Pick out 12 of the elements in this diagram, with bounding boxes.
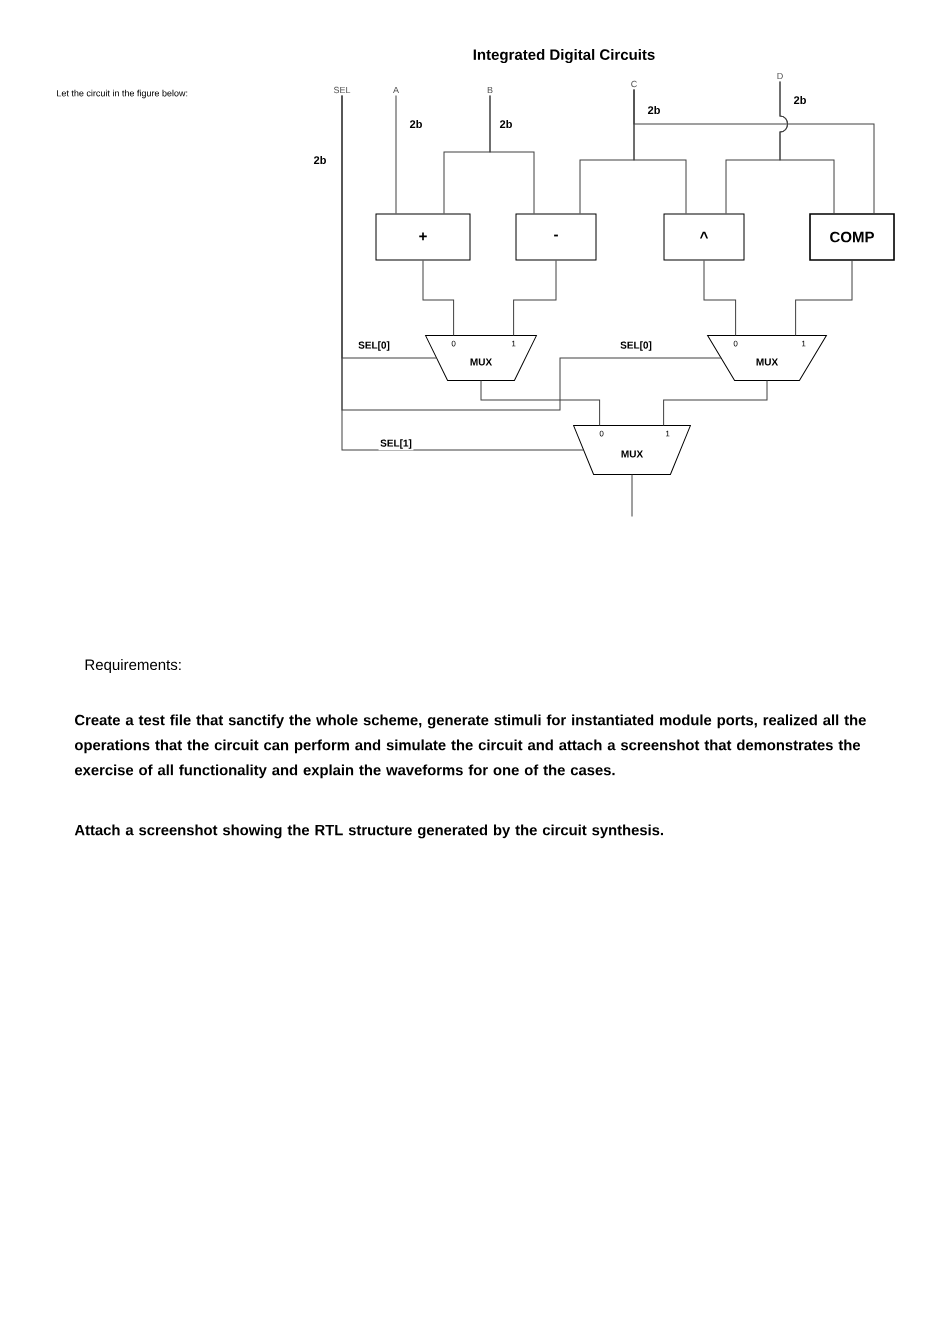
wire: [663, 379, 768, 427]
wire: [631, 473, 633, 517]
wire: [395, 95, 397, 214]
wire: [489, 95, 535, 214]
wire: [795, 260, 853, 337]
wire: [513, 260, 557, 337]
wire: [480, 379, 601, 427]
wire: [633, 89, 875, 214]
wire: [779, 81, 835, 214]
wire: [703, 260, 737, 337]
wire: [341, 95, 585, 451]
wire: [422, 260, 455, 337]
